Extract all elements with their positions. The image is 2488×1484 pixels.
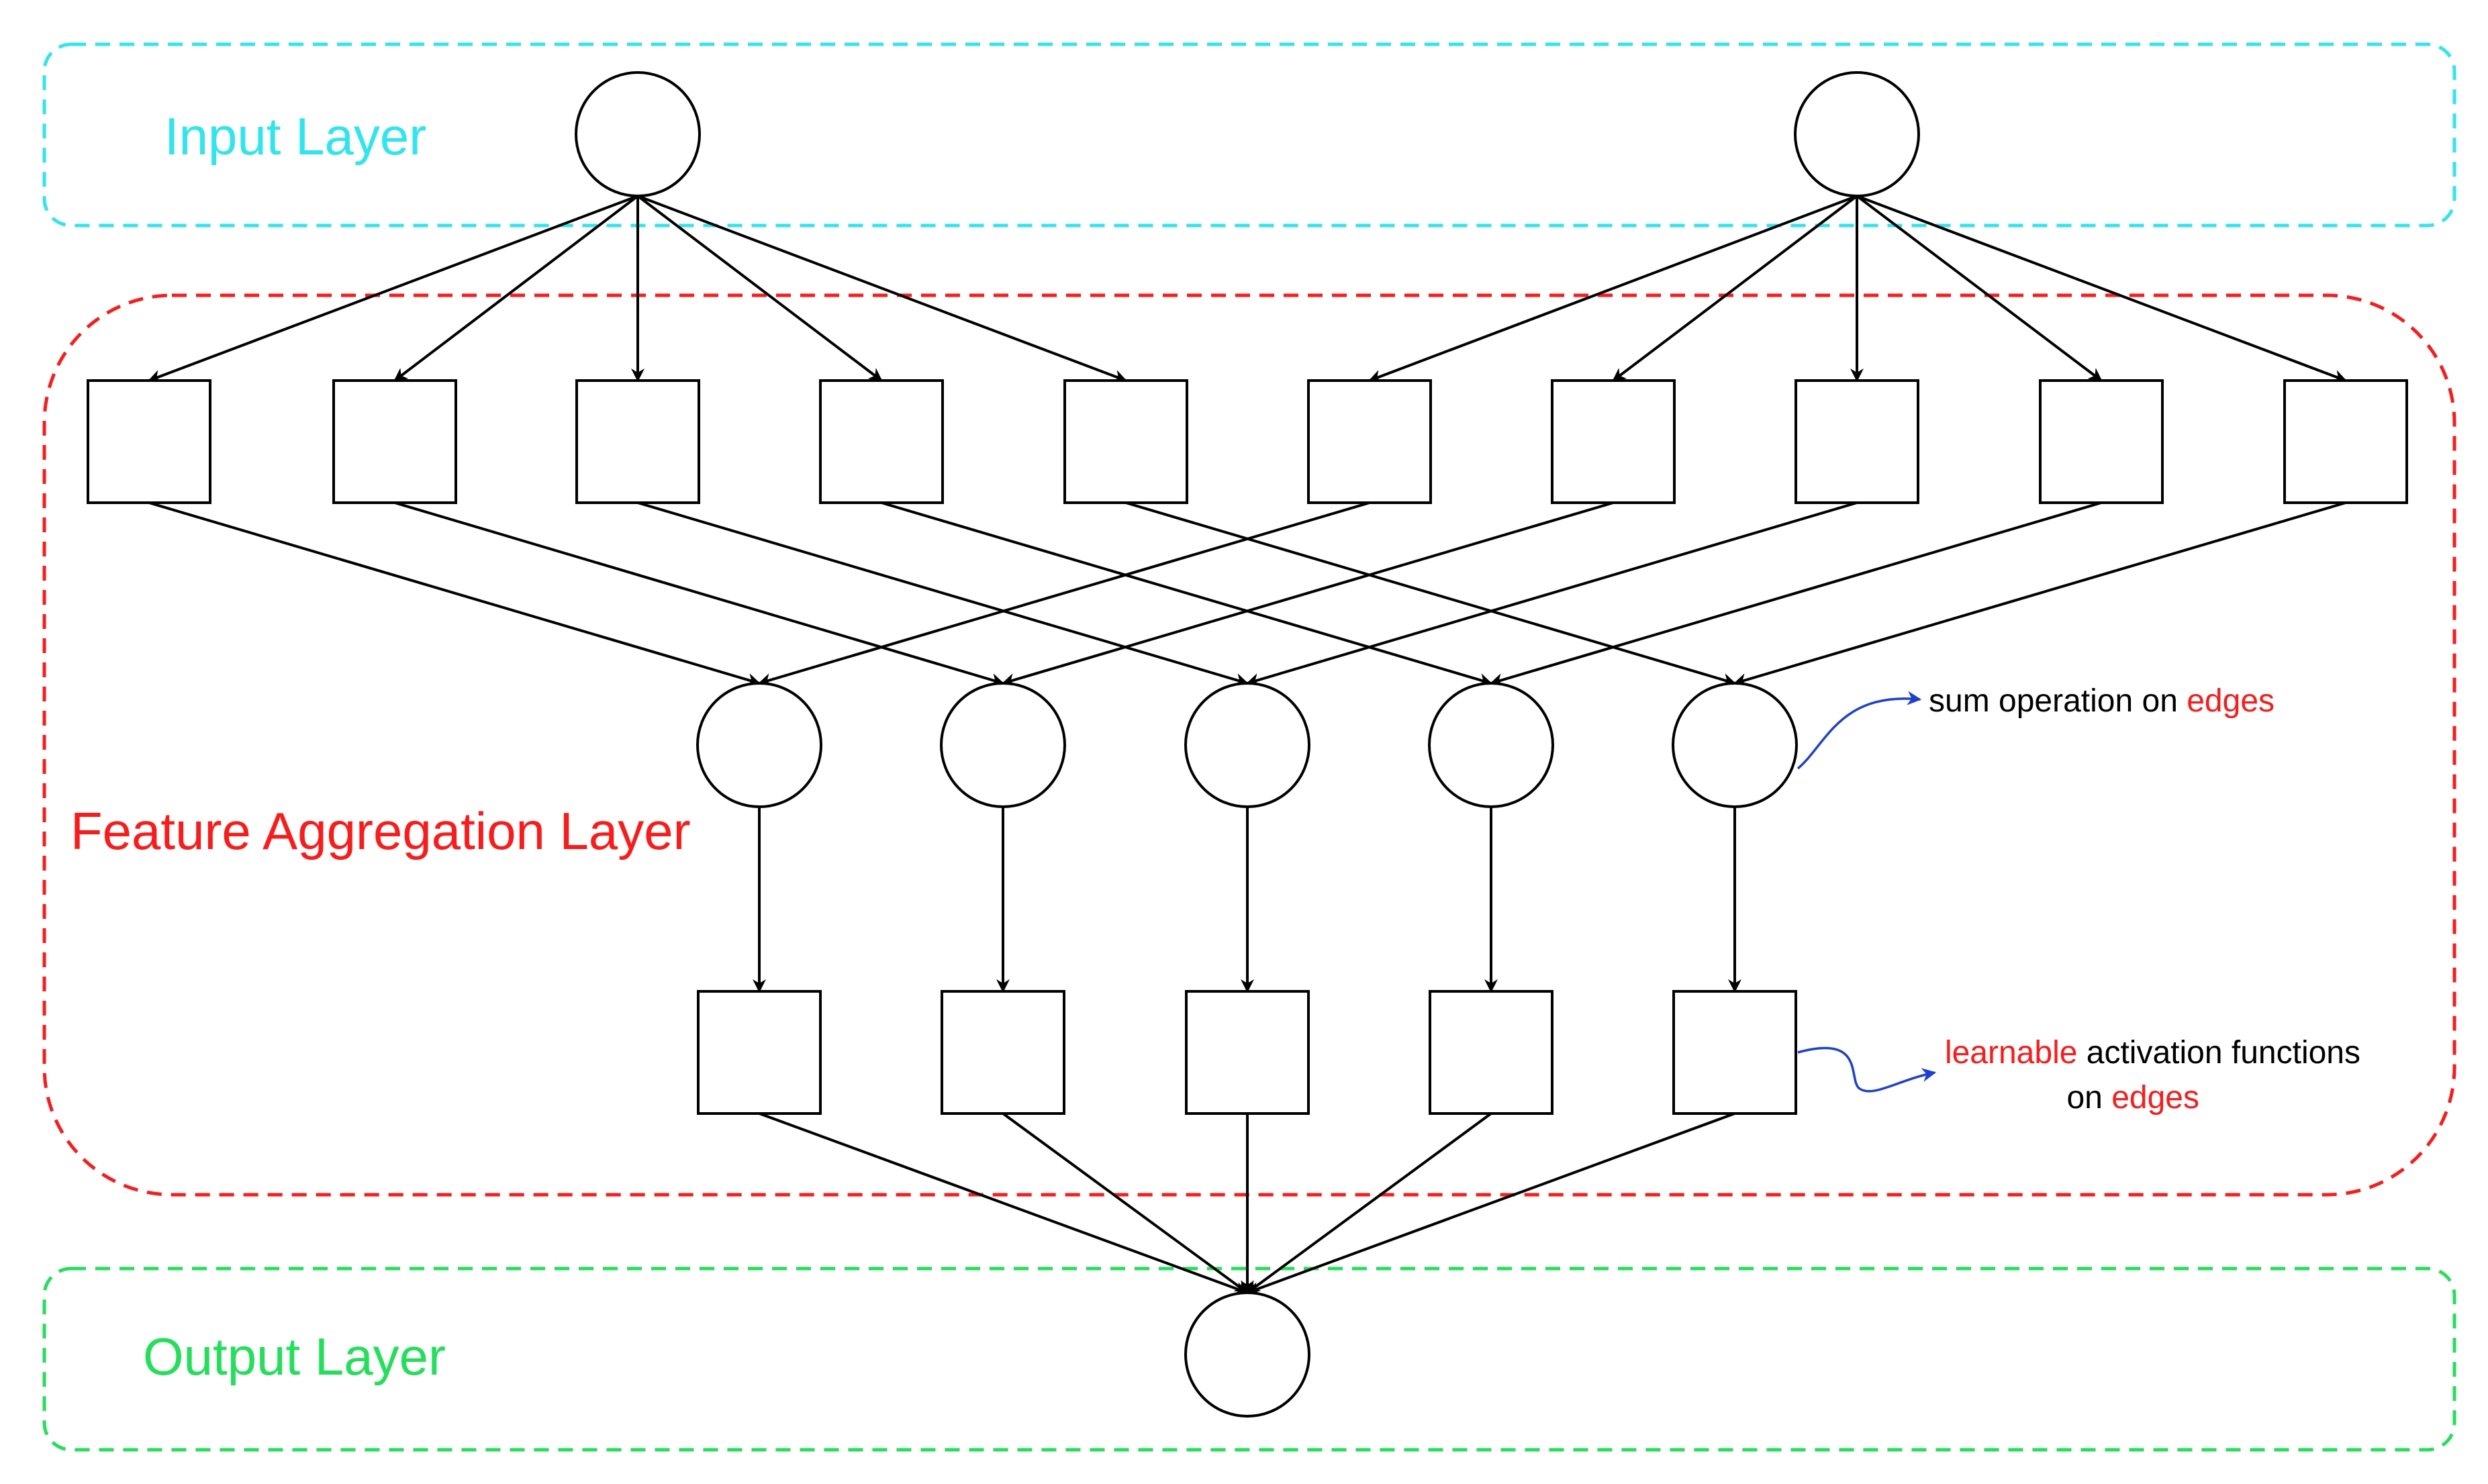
- input-layer-label: Input Layer: [164, 107, 426, 166]
- sum-node-1: [696, 682, 822, 808]
- activation-to-output-arrow: [1246, 1112, 1735, 1295]
- output-layer-label: Output Layer: [143, 1327, 446, 1386]
- edge-function-to-sum-arrow: [637, 501, 1249, 687]
- edge-function-to-sum-arrow: [1002, 501, 1614, 687]
- activation-annotation-line2: on edges: [2066, 1080, 2199, 1116]
- edge-function-box-8: [1795, 379, 1919, 504]
- activation-box-1: [697, 990, 822, 1115]
- edge-function-to-sum-arrow: [758, 501, 1370, 687]
- sum-node-3: [1184, 682, 1310, 808]
- edge-function-box-1: [87, 379, 211, 504]
- edge-function-to-sum-arrow: [1733, 501, 2346, 687]
- sum-node-2: [940, 682, 1066, 808]
- edge-function-to-sum-arrow: [1490, 501, 2102, 687]
- activation-annotation-highlight: learnable: [1945, 1035, 2077, 1071]
- sum-annotation-arrow: [1797, 691, 1922, 770]
- edge-function-box-5: [1063, 379, 1188, 504]
- input-layer-region: [42, 42, 2456, 228]
- edge-function-box-7: [1551, 379, 1676, 504]
- edge-function-box-10: [2283, 379, 2408, 504]
- activation-to-output-arrow: [1246, 1112, 1492, 1294]
- input-node-1: [575, 71, 701, 197]
- activation-box-3: [1185, 990, 1310, 1115]
- edge-function-box-2: [332, 379, 457, 504]
- input-to-edge-function-arrow: [393, 195, 639, 382]
- input-to-edge-function-arrow: [1368, 195, 1858, 383]
- edge-function-box-3: [575, 379, 700, 504]
- nodes-group: [87, 71, 2408, 1418]
- sum-annotation-text: sum operation on: [1929, 683, 2187, 719]
- input-to-edge-function-arrow: [637, 195, 1127, 383]
- activation-annotation-text: activation functions: [2077, 1035, 2360, 1071]
- input-to-edge-function-arrow: [1612, 195, 1858, 382]
- feature-aggregation-layer-region: [42, 293, 2456, 1197]
- edge-function-to-sum-arrow: [394, 501, 1004, 687]
- edge-function-to-sum-arrow: [1246, 501, 1858, 687]
- input-to-edge-function-arrow: [1856, 195, 2103, 382]
- edge-function-to-sum-arrow: [881, 501, 1492, 687]
- activation-box-2: [941, 990, 1065, 1115]
- input-to-edge-function-arrow: [636, 195, 883, 382]
- output-node: [1184, 1291, 1310, 1418]
- sum-annotation-highlight: edges: [2187, 683, 2275, 719]
- activation-box-4: [1429, 990, 1553, 1115]
- activation-annotation-arrow: [1797, 1046, 1937, 1093]
- input-to-edge-function-arrow: [148, 195, 638, 383]
- edges-group: [148, 195, 2347, 1295]
- sum-node-5: [1672, 682, 1798, 808]
- feature-aggregation-layer-label: Feature Aggregation Layer: [70, 801, 691, 860]
- activation-box-5: [1672, 990, 1797, 1115]
- output-layer-region: [42, 1267, 2456, 1452]
- activation-to-output-arrow: [759, 1112, 1249, 1295]
- activation-to-output-arrow: [1002, 1112, 1249, 1294]
- edge-function-box-4: [819, 379, 944, 504]
- input-node-2: [1794, 71, 1920, 197]
- edge-function-to-sum-arrow: [148, 501, 761, 687]
- input-to-edge-function-arrow: [1856, 195, 2347, 383]
- edge-function-box-6: [1307, 379, 1432, 504]
- edge-function-box-9: [2039, 379, 2164, 504]
- activation-annotation-edges: edges: [2111, 1080, 2199, 1116]
- sum-operation-annotation: sum operation on edges: [1929, 683, 2275, 719]
- sum-node-4: [1428, 682, 1554, 808]
- edge-function-to-sum-arrow: [1125, 501, 1736, 687]
- activation-annotation-on: on: [2066, 1080, 2111, 1116]
- activation-annotation-line1: learnable activation functions: [1945, 1035, 2360, 1071]
